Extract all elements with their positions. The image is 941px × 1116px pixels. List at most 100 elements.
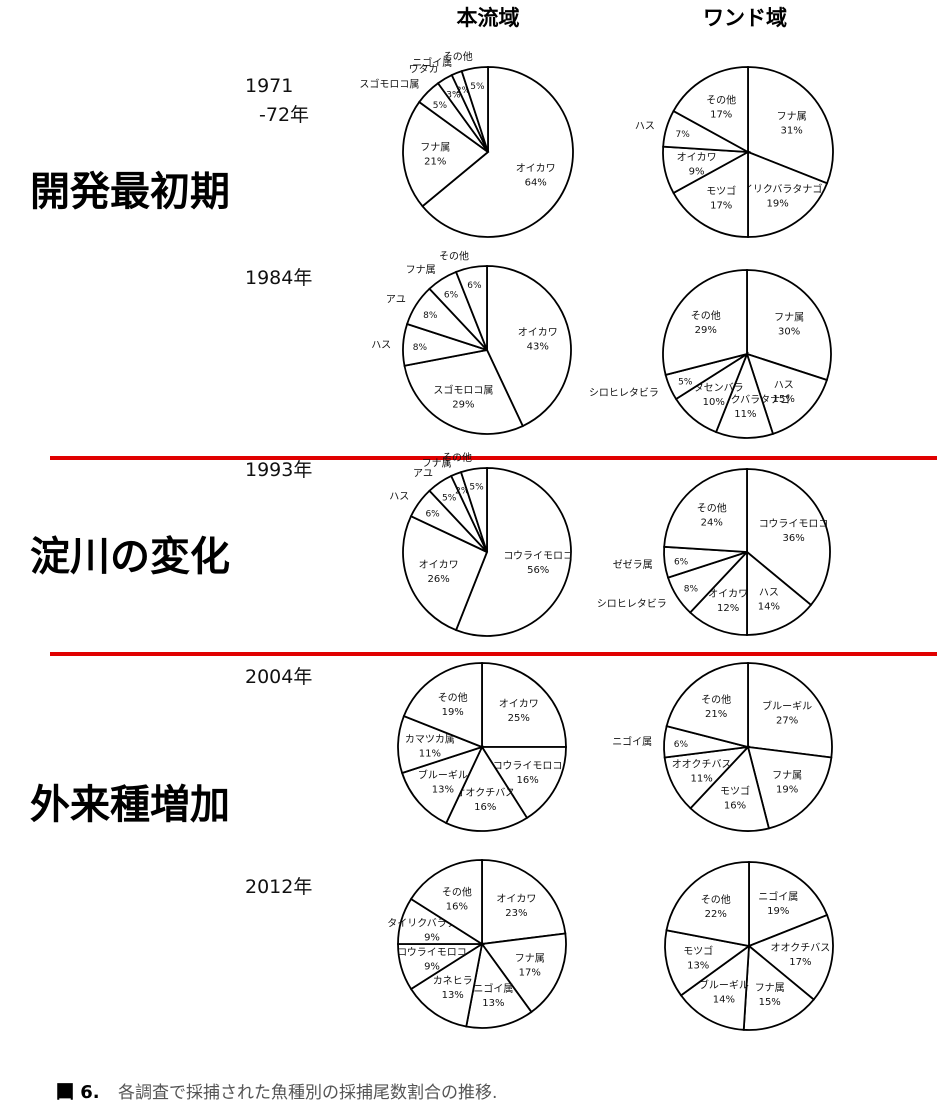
slice-value-label: 3%: [446, 91, 461, 101]
slice-value-label: 64%: [525, 177, 547, 188]
slice-name-label: フナ属: [515, 953, 545, 965]
slice-value-label: 29%: [452, 399, 474, 410]
slice-name-label: その他: [701, 893, 731, 906]
slice-value-label: 14%: [713, 995, 735, 1006]
slice-name-label: ニゴイ属: [473, 982, 513, 995]
slice-value-label: 36%: [782, 533, 804, 544]
column-header-wando: ワンド域: [703, 6, 787, 30]
pie-slice: [480, 932, 567, 1014]
figure-label-marker: [58, 1084, 72, 1098]
slice-value-label: 19%: [766, 199, 788, 210]
slice-value-label: 17%: [710, 110, 732, 121]
slice-value-label: 19%: [776, 784, 798, 795]
slice-value-label: 27%: [776, 716, 798, 727]
slice-name-label: シロヒレタビラ: [597, 598, 667, 610]
pie-slice: [454, 265, 488, 351]
period-label-change: 淀川の変化: [30, 534, 230, 580]
pie-slice: [747, 150, 829, 238]
slice-value-label: 8%: [413, 343, 428, 353]
slice-name-label: タイリクバラタナゴ: [733, 183, 823, 196]
pie-slice: [402, 100, 490, 208]
slice-value-label: 6%: [425, 510, 440, 520]
pie-slice: [664, 929, 752, 997]
slice-name-label: ブルーギル: [418, 768, 468, 781]
slice-name-label: フナ属: [406, 264, 436, 276]
pie-slice: [486, 265, 572, 428]
pie-slice: [403, 348, 524, 435]
slice-value-label: 2%: [456, 86, 471, 96]
figure-caption: 各調査で採捕された魚種別の採捕尾数割合の推移.: [118, 1083, 497, 1103]
pie-slice: [400, 745, 484, 825]
slice-name-label: スゴモロコ属: [359, 77, 419, 90]
slice-name-label: ワタカ: [409, 64, 439, 76]
slice-value-label: 30%: [778, 326, 800, 337]
slice-name-label: その他: [691, 309, 721, 322]
slice-value-label: 23%: [505, 908, 527, 919]
pie-slice: [747, 913, 834, 1001]
year-label: 2004年: [245, 666, 312, 688]
slice-value-label: 17%: [789, 957, 811, 968]
slice-name-label: ブルーギル: [762, 700, 812, 713]
slice-value-label: 2%: [455, 487, 470, 497]
slice-name-label: シロヒレタビラ: [589, 387, 659, 399]
slice-value-label: 5%: [678, 378, 693, 388]
pie-slice: [665, 861, 750, 948]
pie-slice: [459, 467, 488, 553]
pie-charts: オイカワ64%フナ属21%5%スゴモロコ属3%ワタカ2%ニゴイ属5%その他197…: [245, 50, 834, 1031]
pie-5: コウライモロコ36%ハス14%オイカワ12%8%シロヒレタビラ6%ゼゼラ属その他…: [597, 468, 831, 636]
pie-slice: [746, 468, 831, 607]
pie-slice: [746, 550, 813, 636]
pie-slice: [746, 269, 832, 382]
slice-name-label: オオクチバス: [672, 759, 732, 771]
year-label: 1984年: [245, 267, 312, 289]
slice-name-label: オイカワ: [518, 327, 558, 339]
pie-slice: [445, 745, 529, 832]
pie-slice: [742, 944, 815, 1031]
slice-value-label: 29%: [695, 325, 717, 336]
slice-name-label: フナ属: [420, 142, 450, 154]
slice-value-label: 21%: [424, 157, 446, 168]
slice-name-label: ニゴイ属: [412, 56, 452, 69]
slice-name-label: ハス: [389, 492, 409, 503]
figure-label: 図 6.: [56, 1082, 100, 1103]
period-label-early: 開発最初期: [30, 169, 230, 215]
slice-name-label: ブルーギル: [699, 979, 749, 992]
pie-slice: [746, 745, 833, 830]
pie-slice: [747, 66, 834, 185]
slice-value-label: 13%: [482, 998, 504, 1009]
period-label-invasive: 外来種増加: [30, 782, 230, 828]
slice-name-label: オオクチバス: [770, 942, 830, 954]
slice-name-label: その他: [439, 250, 469, 263]
pie-slice: [662, 269, 748, 376]
slice-value-label: 5%: [433, 101, 448, 111]
slice-name-label: オイカワ: [496, 893, 536, 905]
slice-name-label: コウライモロコ: [759, 518, 829, 530]
pie-slice: [747, 662, 833, 759]
slice-name-label: コウライモロコ: [503, 550, 573, 562]
slice-name-label: ハス: [774, 380, 794, 391]
slice-value-label: 13%: [442, 990, 464, 1001]
slice-value-label: 10%: [703, 397, 725, 408]
slice-name-label: その他: [438, 691, 468, 704]
slice-value-label: 19%: [767, 906, 789, 917]
slice-value-label: 26%: [427, 574, 449, 585]
slice-name-label: スゴモロコ属: [433, 383, 493, 396]
year-label: 1993年: [245, 459, 312, 481]
slice-value-label: 21%: [705, 709, 727, 720]
year-label-line2: -72年: [259, 104, 309, 126]
slice-value-label: 13%: [687, 960, 709, 971]
slice-name-label: オイカワ: [516, 162, 556, 174]
slice-name-label: ニゴイ属: [612, 735, 652, 748]
slice-name-label: オオクチバス: [455, 787, 515, 799]
slice-value-label: 24%: [701, 518, 723, 529]
slice-value-label: 6%: [467, 281, 482, 291]
slice-value-label: 56%: [527, 565, 549, 576]
pie-slice: [663, 468, 748, 553]
slice-value-label: 22%: [705, 909, 727, 920]
slice-name-label: ゼゼラ属: [613, 559, 653, 571]
pie-slice: [481, 662, 567, 748]
pie-slice: [480, 746, 567, 820]
slice-value-label: 16%: [516, 775, 538, 786]
